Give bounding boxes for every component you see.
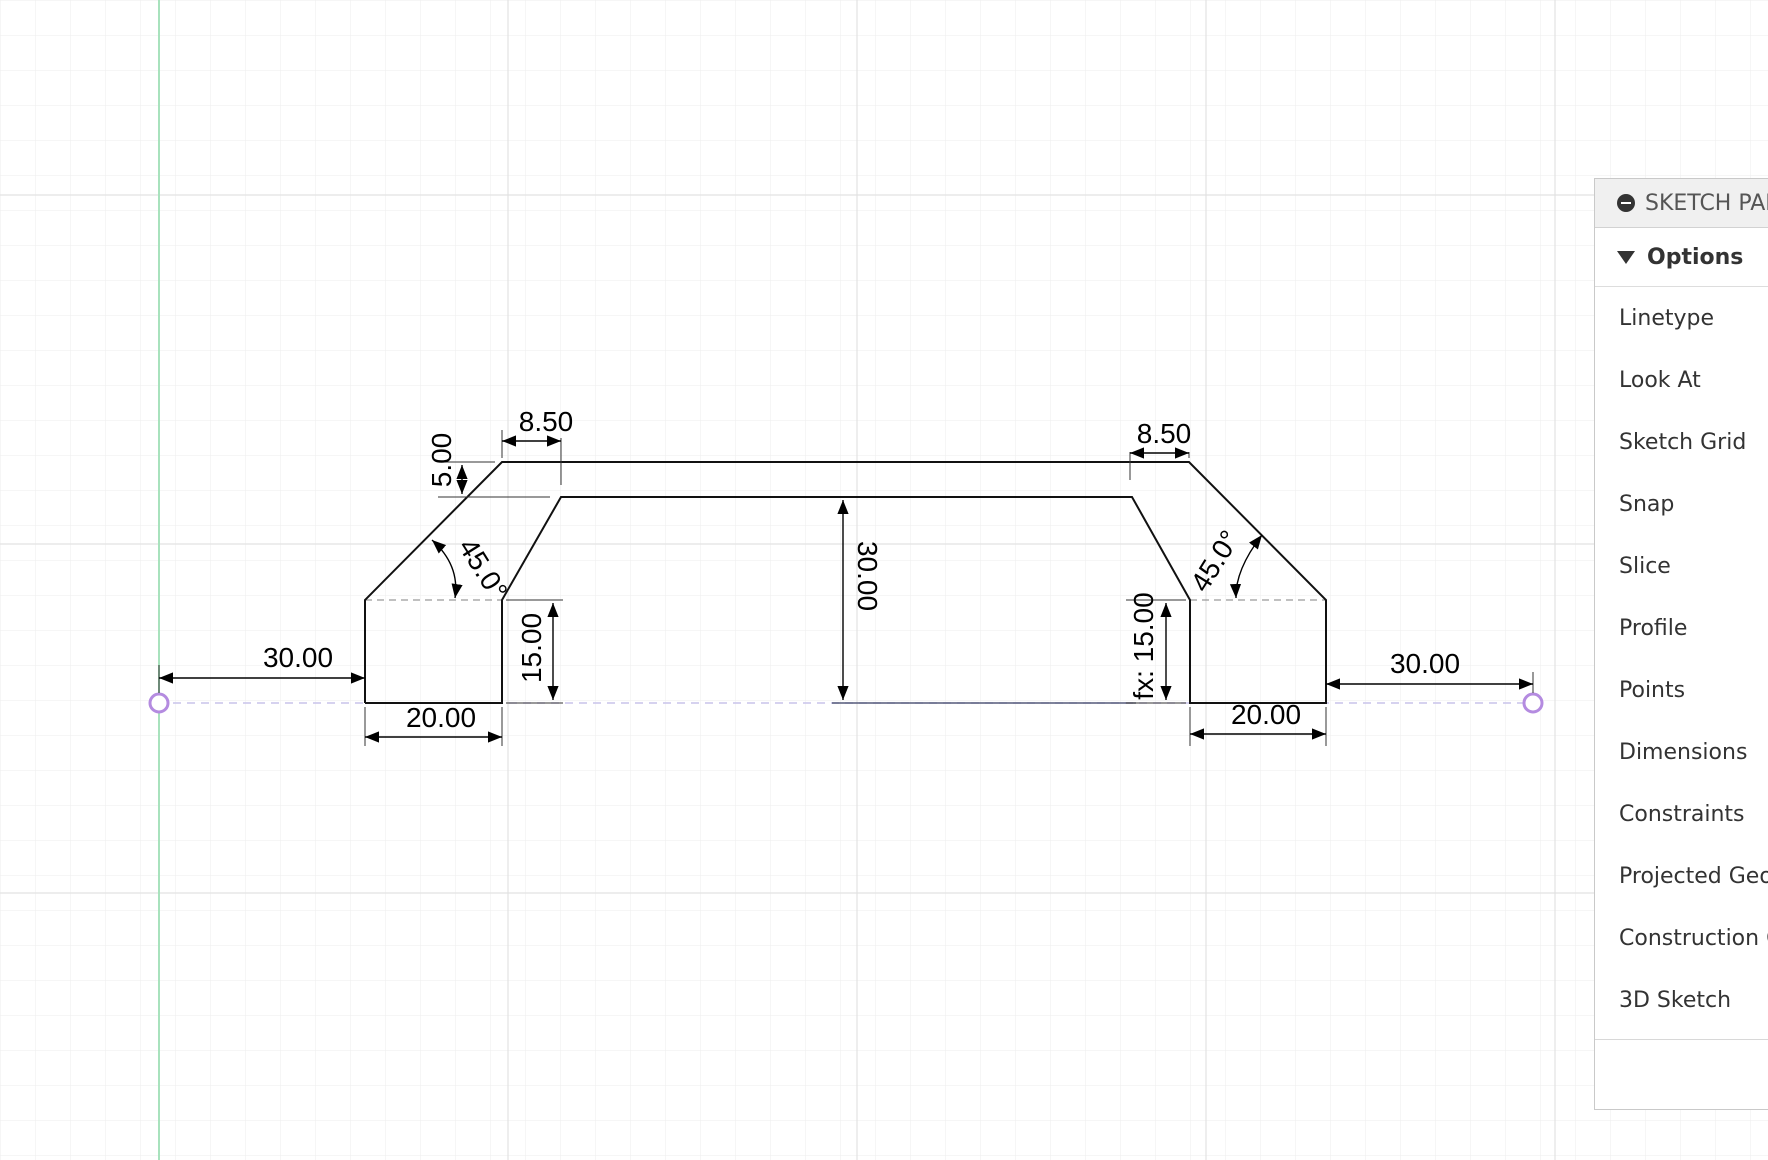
- palette-item-label: Profile: [1619, 615, 1688, 641]
- palette-item-linetype[interactable]: Linetype: [1595, 287, 1768, 349]
- palette-item-points[interactable]: Points: [1595, 659, 1768, 721]
- dim-right-height[interactable]: fx: 15.00: [1128, 592, 1159, 699]
- dim-right-offset[interactable]: 30.00: [1390, 648, 1460, 679]
- palette-item-snap[interactable]: Snap: [1595, 473, 1768, 535]
- palette-item-label: 3D Sketch: [1619, 987, 1732, 1013]
- sketch-point-left[interactable]: [148, 692, 170, 714]
- palette-item-projected-geometries[interactable]: Projected Geor: [1595, 845, 1768, 907]
- palette-item-dimensions[interactable]: Dimensions: [1595, 721, 1768, 783]
- dim-left-base-width[interactable]: 20.00: [406, 702, 476, 733]
- sketch-palette: SKETCH PAL Options Linetype Look At Sket…: [1594, 178, 1768, 1110]
- dim-left-height[interactable]: 15.00: [516, 613, 547, 683]
- palette-item-construction[interactable]: Construction C: [1595, 907, 1768, 969]
- palette-item-slice[interactable]: Slice: [1595, 535, 1768, 597]
- palette-item-label: Snap: [1619, 491, 1675, 517]
- dim-left-offset[interactable]: 30.00: [263, 642, 333, 673]
- palette-item-label: Points: [1619, 677, 1686, 703]
- dimension-extension-lines: [158, 430, 1534, 746]
- palette-item-label: Dimensions: [1619, 739, 1748, 765]
- options-section-title: Options: [1647, 244, 1744, 270]
- palette-item-label: Look At: [1619, 367, 1701, 393]
- palette-item-profile[interactable]: Profile: [1595, 597, 1768, 659]
- dim-right-top-offset[interactable]: 8.50: [1137, 418, 1192, 449]
- palette-footer: [1595, 1039, 1768, 1040]
- palette-item-label: Sketch Grid: [1619, 429, 1747, 455]
- sketch-point-right[interactable]: [1522, 692, 1544, 714]
- palette-item-label: Slice: [1619, 553, 1671, 579]
- options-section-toggle[interactable]: Options: [1595, 228, 1768, 287]
- collapse-minus-icon[interactable]: [1617, 194, 1635, 212]
- palette-item-sketch-grid[interactable]: Sketch Grid: [1595, 411, 1768, 473]
- triangle-down-icon: [1617, 250, 1635, 264]
- dim-center-height[interactable]: 30.00: [852, 541, 883, 611]
- palette-item-label: Projected Geor: [1619, 863, 1768, 889]
- dim-right-base-width[interactable]: 20.00: [1231, 699, 1301, 730]
- sketch-palette-title: SKETCH PAL: [1645, 190, 1768, 216]
- palette-item-look-at[interactable]: Look At: [1595, 349, 1768, 411]
- dim-left-top-offset[interactable]: 8.50: [519, 406, 574, 437]
- sketch-palette-header[interactable]: SKETCH PAL: [1595, 179, 1768, 228]
- dimension-lines: [159, 435, 1533, 743]
- palette-item-label: Construction C: [1619, 925, 1768, 951]
- dim-thickness[interactable]: 5.00: [426, 433, 457, 488]
- palette-item-constraints[interactable]: Constraints: [1595, 783, 1768, 845]
- palette-item-label: Constraints: [1619, 801, 1745, 827]
- sketch-profile[interactable]: [364, 461, 1327, 704]
- palette-item-3d-sketch[interactable]: 3D Sketch: [1595, 969, 1768, 1031]
- palette-item-label: Linetype: [1619, 305, 1714, 331]
